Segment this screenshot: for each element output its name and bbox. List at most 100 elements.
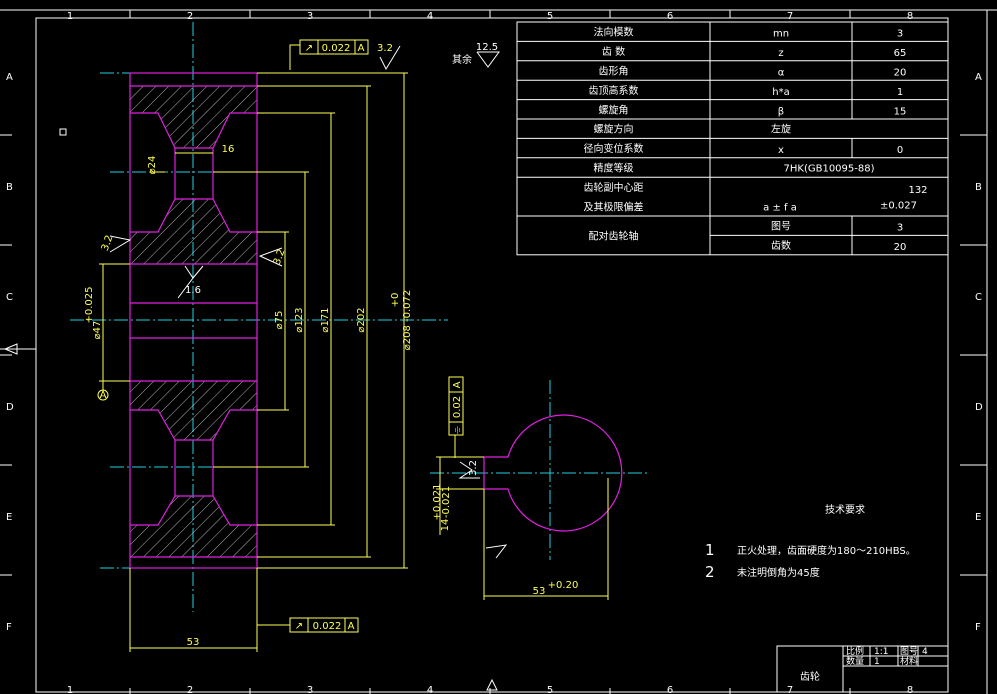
requirement-1-num: 1 xyxy=(705,541,715,559)
table-label-8: 齿轮副中心距 xyxy=(584,181,644,194)
tol-value-top: 0.022 xyxy=(322,43,351,54)
table-symbol-2: α xyxy=(778,68,785,79)
table-subval1: 3 xyxy=(897,223,903,234)
table-symbol-4: β xyxy=(778,106,784,117)
keyway-view: A 0.02 ⌯ 3.2 14 +0.021 -0.021 53 +0.20 xyxy=(430,376,650,600)
label-14-tol2: -0.021 xyxy=(441,486,452,518)
table-label-2: 齿形角 xyxy=(599,66,629,78)
row-label-right: E xyxy=(975,512,981,523)
other-surface-label: 其余 xyxy=(452,53,472,66)
gear-dimensions: ⌀208 -0.072 +0 ⌀202 ⌀171 ⌀123 ⌀75 ⌀47 +0… xyxy=(84,39,500,652)
roughness-left-value: 3.2 xyxy=(100,234,116,253)
label-538-tol: +0.20 xyxy=(548,580,579,591)
row-label-left: C xyxy=(6,292,13,303)
roughness-key-value: 3.2 xyxy=(468,460,479,476)
tol-datum-bottom: A xyxy=(348,621,355,632)
table-sub2: 齿数 xyxy=(771,239,791,252)
table-symbol-3: h*a xyxy=(772,87,789,98)
row-label-left: E xyxy=(6,512,12,523)
col-label-top: 6 xyxy=(667,11,673,22)
label-47-tol: +0.025 xyxy=(84,286,95,323)
title-block: 齿轮 比例 1:1 图号 4 数量 1 材料 xyxy=(776,645,949,693)
row-label-right: A xyxy=(975,72,982,83)
table-subval2: 20 xyxy=(894,242,907,253)
scale-label: 比例 xyxy=(846,645,864,657)
table-label-3: 齿顶高系数 xyxy=(589,84,639,97)
datum-circle xyxy=(97,389,109,401)
roughness-key-symbol xyxy=(458,461,480,479)
label-208: ⌀208 -0.072 xyxy=(402,290,413,351)
col-label-top: 1 xyxy=(67,11,73,22)
web-left-lower xyxy=(130,409,176,526)
qty-value: 1 xyxy=(874,657,880,667)
table-symbol-5: 左旋 xyxy=(771,123,791,136)
roughness-hub-symbol xyxy=(184,265,204,279)
roughness-hub-leader xyxy=(177,277,194,299)
label-24: ⌀24 xyxy=(147,156,158,175)
col-label-top: 5 xyxy=(547,11,553,22)
tol-frame-top xyxy=(299,39,369,55)
web-right-upper xyxy=(212,112,257,233)
gear-section-view xyxy=(70,22,448,612)
col-label-top: 2 xyxy=(187,11,193,22)
row-label-left: A xyxy=(6,72,13,83)
col-label-bottom: 8 xyxy=(907,685,913,694)
table-symbol-0: mn xyxy=(773,29,789,40)
drawing-no-value: 4 xyxy=(922,647,928,657)
hatch-web-top xyxy=(130,199,257,264)
small-marker xyxy=(59,128,67,136)
table-label-0: 法向模数 xyxy=(594,26,634,39)
table-label-6: 径向变位系数 xyxy=(584,142,644,155)
hatch-rim-bottom xyxy=(130,496,257,557)
title-block-frame xyxy=(776,645,949,693)
requirement-1-text: 正火处理，齿面硬度为180～210HBS。 xyxy=(737,544,916,557)
row-label-left: D xyxy=(6,402,14,413)
table-label-9: 及其极限偏差 xyxy=(584,200,644,213)
inner-frame xyxy=(35,17,949,693)
table-value-8: 132 xyxy=(908,185,927,196)
tol-datum-top: A xyxy=(358,43,365,54)
leader-tol-top xyxy=(289,44,300,70)
row-label-left: F xyxy=(6,622,12,633)
table-symbol-1: z xyxy=(778,48,783,59)
qty-label: 数量 xyxy=(846,655,864,667)
label-202: ⌀202 xyxy=(356,307,367,332)
roughness-top-value: 3.2 xyxy=(377,43,393,54)
table-symbol-6: x xyxy=(778,145,784,156)
part-name: 齿轮 xyxy=(800,670,820,683)
hatch-web-bottom xyxy=(130,381,257,440)
scale-value: 1:1 xyxy=(874,647,888,657)
table-value-0: 3 xyxy=(897,29,903,40)
row-label-right: B xyxy=(975,182,982,193)
label-538: 53 xyxy=(533,586,546,597)
row-label-left: B xyxy=(6,182,13,193)
col-label-bottom: 6 xyxy=(667,685,673,694)
requirement-2-text: 未注明倒角为45度 xyxy=(737,566,820,579)
gear-outline xyxy=(129,72,258,569)
web-right-lower xyxy=(212,409,257,526)
roughness-other-symbol xyxy=(476,51,500,68)
table-value-4: 15 xyxy=(894,106,907,117)
label-14: 14 xyxy=(440,519,451,532)
hub-bore-outline xyxy=(483,414,623,532)
table-symbol-7: 7HK(GB10095-88) xyxy=(784,164,875,175)
roughness-right-value: 3.2 xyxy=(272,248,288,267)
drawing-no-label: 图号 xyxy=(900,646,918,657)
table-value-3: 1 xyxy=(897,87,903,98)
table-symbol-9: a ± f a xyxy=(763,202,797,213)
label-14-tol: +0.021 xyxy=(432,483,443,520)
label-16: 16 xyxy=(222,144,235,155)
roughness-top-symbol xyxy=(379,45,401,71)
label-53: 53 xyxy=(187,637,200,648)
web-left-upper xyxy=(130,112,176,233)
roughness-right-symbol xyxy=(258,247,283,267)
table-sub1: 图号 xyxy=(771,221,791,233)
label-47: ⌀47 xyxy=(92,321,103,340)
tol-symbol-top: ↗ xyxy=(305,43,313,54)
col-label-top: 7 xyxy=(787,11,793,22)
